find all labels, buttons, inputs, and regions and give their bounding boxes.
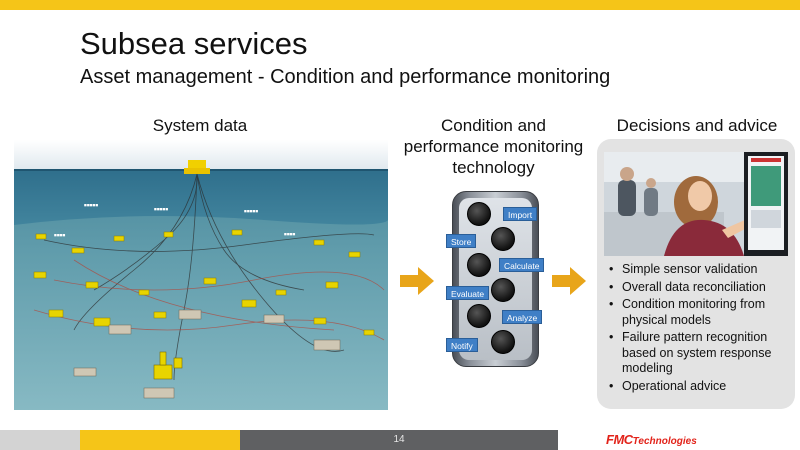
decisions-label: Decisions and advice — [616, 116, 778, 135]
svg-text:■■■■■: ■■■■■ — [84, 203, 98, 207]
monitoring-technology-device — [452, 191, 539, 367]
top-accent-bar — [0, 0, 800, 10]
logo-technologies: Technologies — [632, 436, 697, 447]
bullet-item: Simple sensor validation — [608, 262, 794, 278]
system-data-label: System data — [152, 116, 248, 135]
advice-bullet-list: Simple sensor validation Overall data re… — [608, 262, 794, 396]
notify-device-icon — [491, 330, 515, 354]
scales-icon — [491, 278, 515, 302]
bullet-item: Overall data reconciliation — [608, 280, 794, 296]
bullet-item: Operational advice — [608, 379, 794, 395]
technology-label-line-2: performance monitoring — [403, 137, 584, 156]
calculate-grid-icon — [491, 227, 515, 251]
bullet-item: Failure pattern recognition based on sys… — [608, 330, 794, 377]
svg-text:■■■■: ■■■■ — [54, 233, 66, 237]
page-subtitle: Asset management - Condition and perform… — [80, 66, 611, 88]
funnel-icon — [467, 202, 491, 226]
arrow-right-icon — [552, 267, 586, 295]
tag-store: Store — [446, 234, 477, 248]
technology-label-line-3: technology — [452, 158, 535, 177]
tag-notify: Notify — [446, 338, 478, 352]
svg-text:■■■■■: ■■■■■ — [154, 207, 168, 211]
svg-text:■■■■: ■■■■ — [284, 232, 296, 236]
arrow-right-icon — [400, 267, 434, 295]
technology-label: Condition and performance monitoring tec… — [396, 115, 591, 178]
footer-segment-dark — [240, 430, 558, 450]
logo-fmc: FMC — [606, 432, 633, 447]
magnifier-icon — [467, 304, 491, 328]
fmc-technologies-logo: FMCTechnologies — [606, 431, 697, 449]
technology-label-line-1: Condition and — [441, 116, 546, 135]
operator-photo — [604, 152, 788, 256]
tag-analyze: Analyze — [502, 310, 543, 324]
subsea-field-image: ■■■■■ ■■■■■ ■■■■■ ■■■■ ■■■■ — [14, 140, 388, 410]
page-title: Subsea services — [80, 26, 308, 61]
footer-segment-gray — [0, 430, 80, 450]
tag-calculate: Calculate — [499, 258, 545, 272]
tag-evaluate: Evaluate — [446, 286, 490, 300]
footer-segment-yellow — [80, 430, 240, 450]
bullet-item: Condition monitoring from physical model… — [608, 297, 794, 328]
page-number: 14 — [393, 434, 405, 445]
svg-text:■■■■■: ■■■■■ — [244, 209, 258, 213]
tag-import: Import — [503, 207, 538, 221]
sigma-icon — [467, 253, 491, 277]
